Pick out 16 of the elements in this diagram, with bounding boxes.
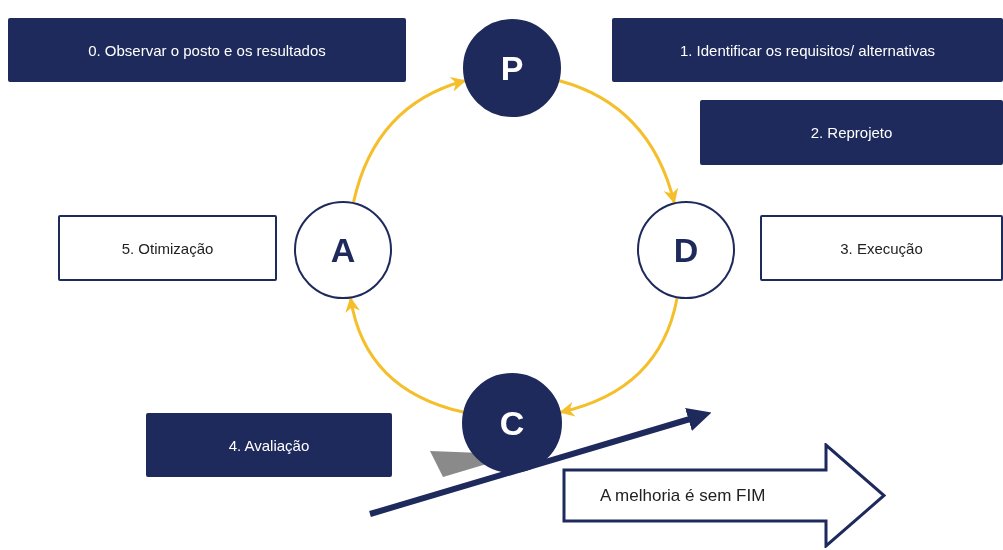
filled-box: 1. Identificar os requisitos/ alternativas xyxy=(612,18,1003,82)
outlined-box: 5. Otimização xyxy=(58,215,277,281)
curved-arrow xyxy=(558,79,678,204)
curved-arrow xyxy=(345,296,464,414)
curved-arrow xyxy=(559,297,679,416)
curved-arrow xyxy=(352,77,467,203)
arrow-label: A melhoria é sem FIM xyxy=(600,485,766,506)
filled-box: 2. Reprojeto xyxy=(700,100,1003,165)
outlined-circle: D xyxy=(637,201,735,299)
filled-circle: P xyxy=(463,19,561,117)
filled-circle: C xyxy=(462,373,562,473)
filled-box: 4. Avaliação xyxy=(146,413,392,477)
outlined-circle: A xyxy=(294,201,392,299)
block-arrow xyxy=(562,443,886,548)
filled-box: 0. Observar o posto e os resultados xyxy=(8,18,406,82)
outlined-box: 3. Execução xyxy=(760,215,1003,281)
